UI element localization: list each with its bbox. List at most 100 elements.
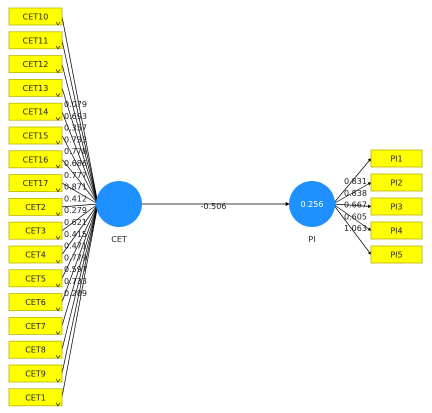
indicator-box-cet16 xyxy=(8,150,63,169)
cet-loading-value: 0.279 xyxy=(64,206,87,215)
latent-variable-cet xyxy=(96,181,142,227)
indicator-box-cet7 xyxy=(8,316,63,335)
cet-loading-value: 0.471 xyxy=(64,242,87,251)
indicator-label-cet7: CET7 xyxy=(25,322,46,331)
latent-label-cet: CET xyxy=(111,235,127,244)
indicator-arrow-cet5 xyxy=(55,283,61,288)
latent-variable-pi xyxy=(289,181,335,227)
indicator-label-cet5: CET5 xyxy=(25,274,46,283)
nodes-layer xyxy=(8,7,423,407)
loading-edge-cet14 xyxy=(61,111,99,205)
indicator-box-cet3 xyxy=(8,221,63,240)
loading-edge-cet4 xyxy=(61,203,99,255)
cet-loading-value: 0.686 xyxy=(64,159,87,168)
loading-edge-cet16 xyxy=(61,159,99,205)
loading-edge-cet10 xyxy=(61,16,99,205)
cet-loading-value: 0.777 xyxy=(64,171,87,180)
cet-loading-value: 0.597 xyxy=(64,265,87,274)
loading-value-pi2: 0.838 xyxy=(344,189,367,198)
indicator-box-pi2 xyxy=(370,173,423,192)
indicator-label-cet8: CET8 xyxy=(25,346,46,355)
cet-loading-value: 0.778 xyxy=(64,147,87,156)
r-squared-pi: 0.256 xyxy=(301,200,324,209)
cet-loading-value: 0.415 xyxy=(64,230,87,239)
indicator-label-cet3: CET3 xyxy=(25,227,46,236)
indicator-box-cet14 xyxy=(8,102,63,121)
indicator-label-cet17: CET17 xyxy=(23,179,49,188)
indicator-label-pi3: PI3 xyxy=(390,203,402,212)
indicator-box-cet12 xyxy=(8,55,63,73)
loading-edge-cet11 xyxy=(61,40,99,205)
indicator-box-cet11 xyxy=(8,31,63,50)
indicator-arrow-cet15 xyxy=(55,140,61,145)
loading-value-pi1: 0.831 xyxy=(344,177,367,186)
indicator-box-cet13 xyxy=(8,79,63,97)
indicator-label-cet12: CET12 xyxy=(23,60,49,69)
loading-edge-pi5 xyxy=(332,203,372,255)
indicator-label-pi5: PI5 xyxy=(390,251,402,260)
cet-loading-value: 0.693 xyxy=(64,112,87,121)
indicator-arrow-cet14 xyxy=(55,117,61,121)
indicator-box-cet9 xyxy=(8,364,63,383)
indicator-arrow-cet2 xyxy=(55,212,61,216)
indicator-arrow-cet8 xyxy=(55,355,61,359)
loading-edge-pi2 xyxy=(332,182,372,205)
path-coefficient: -0.506 xyxy=(201,202,227,211)
indicator-box-cet10 xyxy=(8,7,63,26)
loading-edge-cet6 xyxy=(61,203,99,303)
indicator-box-pi3 xyxy=(370,197,423,216)
loading-value-pi5: 1.063 xyxy=(344,224,367,233)
indicator-label-cet13: CET13 xyxy=(23,84,49,93)
loading-edge-cet15 xyxy=(61,135,99,205)
loading-edge-cet1 xyxy=(61,203,99,398)
indicator-label-cet14: CET14 xyxy=(23,108,49,117)
indicator-box-pi5 xyxy=(370,245,423,264)
cet-loading-value: 0.733 xyxy=(64,277,87,286)
loading-edge-cet17 xyxy=(61,182,99,205)
indicator-label-pi4: PI4 xyxy=(390,227,402,236)
cet-loading-value: 0.621 xyxy=(64,218,87,227)
loading-edge-cet13 xyxy=(61,87,99,205)
indicator-label-cet10: CET10 xyxy=(23,13,49,22)
loading-edge-cet7 xyxy=(61,203,99,326)
cet-loading-value: 0.289 xyxy=(64,289,87,298)
indicator-box-cet4 xyxy=(8,245,63,264)
latent-label-pi: PI xyxy=(308,235,315,244)
indicator-label-cet1: CET1 xyxy=(25,393,46,402)
indicator-label-cet6: CET6 xyxy=(25,298,46,307)
indicator-box-cet2 xyxy=(8,197,63,216)
indicator-arrow-cet3 xyxy=(55,236,61,240)
indicator-box-cet6 xyxy=(8,293,63,312)
indicator-arrow-cet13 xyxy=(55,93,61,97)
cet-loading-value: 0.412 xyxy=(64,194,87,203)
edges-layer xyxy=(61,16,372,398)
indicator-label-cet11: CET11 xyxy=(23,36,49,45)
indicator-label-cet2: CET2 xyxy=(25,203,46,212)
indicator-box-cet1 xyxy=(8,388,63,407)
indicator-arrow-cet6 xyxy=(55,307,61,312)
loading-edge-cet9 xyxy=(61,203,99,374)
indicator-arrow-cet12 xyxy=(55,69,61,74)
labels-layer: CET10CET11CET12CET13CET14CET15CET16CET17… xyxy=(23,13,403,403)
cet-loading-value: 0.079 xyxy=(64,100,87,109)
indicator-arrow-cet11 xyxy=(55,45,61,50)
indicator-arrow-cet9 xyxy=(55,378,61,383)
indicator-box-pi1 xyxy=(370,149,423,168)
indicator-label-cet15: CET15 xyxy=(23,132,49,141)
indicator-arrow-cet7 xyxy=(55,331,61,335)
indicator-arrow-cet10 xyxy=(55,21,61,26)
indicator-label-cet4: CET4 xyxy=(25,251,46,260)
indicator-arrow-cet1 xyxy=(55,402,61,407)
indicator-arrow-cet17 xyxy=(55,188,61,193)
indicator-label-pi2: PI2 xyxy=(390,179,402,188)
loading-edge-cet2 xyxy=(61,203,99,208)
indicator-box-cet8 xyxy=(8,340,63,359)
indicator-box-pi4 xyxy=(370,221,423,240)
loading-value-pi3: 0.667 xyxy=(344,201,367,210)
loading-edge-cet12 xyxy=(61,64,99,205)
indicator-box-cet5 xyxy=(8,269,63,288)
indicator-box-cet15 xyxy=(8,126,63,145)
cet-loading-value: 0.357 xyxy=(64,124,87,133)
